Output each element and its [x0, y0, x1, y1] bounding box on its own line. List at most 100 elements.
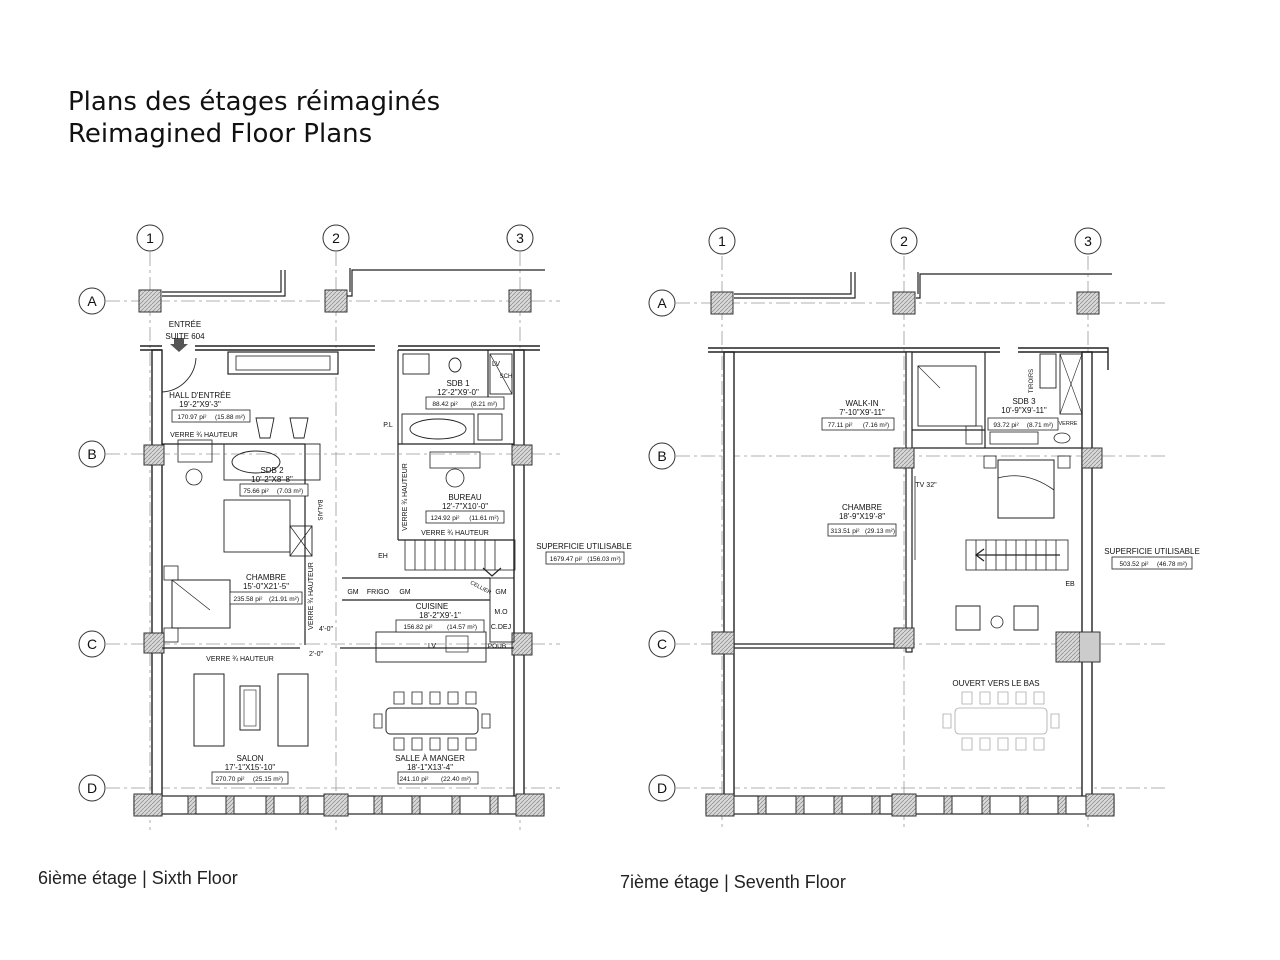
- room-name-chambre: CHAMBRE: [246, 573, 286, 582]
- room-name-sdb3: SDB 3: [1012, 397, 1036, 406]
- room-area-ft-hall: 170.97 pi²: [178, 414, 208, 421]
- fixture-label: SCH: [500, 374, 513, 380]
- structural-column: [710, 291, 734, 315]
- sixth-floor-caption: 6ième étage | Sixth Floor: [38, 868, 238, 888]
- structural-column: [893, 447, 915, 469]
- glass-label: VERRE ¾ HAUTEUR: [308, 562, 315, 630]
- usable-area-m: (156.03 m²): [587, 556, 621, 563]
- usable-area-m: (46.78 m²): [1157, 561, 1187, 568]
- entry-label: ENTRÉE: [169, 320, 201, 329]
- room-area-m-salon: (25.15 m²): [253, 776, 283, 783]
- fixture-label: GM: [399, 589, 410, 596]
- grid-bubble-col-2: [322, 224, 350, 252]
- room-area-m-salle: (22.40 m²): [441, 776, 471, 783]
- fixture-label: CELLIER: [469, 580, 492, 596]
- structural-column: [143, 632, 165, 654]
- grid-bubble-row-a: [78, 287, 106, 315]
- room-dims-hall: 19'-2"X9'-3": [179, 400, 221, 409]
- tv-label: TV 32": [915, 482, 937, 489]
- usable-area-ft: 1679.47 pi²: [550, 556, 583, 563]
- structural-column: [324, 289, 348, 313]
- room-name-bureau: BUREAU: [448, 493, 482, 502]
- structural-column: [1055, 631, 1081, 663]
- usable-area-label: SUPERFICIE UTILISABLE: [1104, 547, 1200, 556]
- grid-label: A: [657, 295, 667, 311]
- glass-label: VERRE ¾ HAUTEUR: [206, 656, 274, 663]
- room-dims-sdb1: 12'-2"X9'-0": [437, 388, 479, 397]
- east-wall: [513, 349, 525, 799]
- grid-bubble-row-d: [78, 774, 106, 802]
- glass-label: VERRE ¾ HAUTEUR: [402, 463, 409, 531]
- page-title-french: Plans des étages réimaginés: [68, 87, 441, 117]
- fixture-label: TIROIRS: [1029, 369, 1035, 393]
- room-area-ft-walkin: 77.11 pi²: [828, 422, 854, 429]
- room-area-ft-salle: 241.10 pi²: [400, 776, 430, 783]
- page-title: Plans des étages réimaginés Reimagined F…: [68, 86, 440, 150]
- east-wall: [1081, 351, 1093, 799]
- room-area-ft-bureau: 124.92 pi²: [431, 515, 461, 522]
- glass-label: VERRE ¾ HAUTEUR: [421, 530, 489, 537]
- grid-bubble-col-2: [890, 227, 918, 255]
- room-area-m-chambre: (21.91 m²): [269, 596, 299, 603]
- seventh-floor-caption: 7ième étage | Seventh Floor: [620, 872, 846, 892]
- usable-area-label: SUPERFICIE UTILISABLE: [536, 542, 632, 551]
- room-area-ft-sdb3: 93.72 pi²: [993, 422, 1019, 429]
- fixture-label: GM: [495, 589, 506, 596]
- glass-label: VERRE ¾ HAUTEUR: [170, 432, 238, 439]
- room-area-ft-chambre7: 313.51 pi²: [831, 528, 861, 535]
- grid-label: B: [87, 446, 96, 462]
- room-dims-sdb3: 10'-9"X9'-11": [1001, 406, 1047, 415]
- room-name-salon: SALON: [236, 754, 263, 763]
- fixture-label: C.DEJ: [491, 624, 511, 631]
- room-area-ft-sdb1: 88.42 pi²: [432, 401, 458, 408]
- grid-bubble-col-1: [708, 227, 736, 255]
- room-name-salle: SALLE À MANGER: [395, 754, 465, 763]
- sixth-floor-plan: 1 2 3 A B C D: [78, 224, 625, 830]
- room-area-m-bureau: (11.61 m²): [469, 515, 499, 522]
- grid-label: B: [657, 448, 666, 464]
- room-area-m-hall: (15.88 m²): [215, 414, 245, 421]
- sixth-floor-labels: ENTRÉE SUITE 604 HALL D'ENTRÉE 19'-2"X9'…: [165, 320, 631, 783]
- grid-label: 3: [516, 230, 524, 246]
- structural-column: [508, 289, 532, 313]
- structural-column: [1081, 447, 1103, 469]
- room-area-ft-cuisine: 156.82 pi²: [404, 624, 434, 631]
- grid-bubble-row-d: [648, 774, 676, 802]
- room-name-chambre7: CHAMBRE: [842, 503, 882, 512]
- entry-arrow-icon: [170, 338, 188, 352]
- seventh-floor-plan: 1 2 3 A B C D: [648, 227, 1193, 830]
- room-area-m-chambre7: (29.13 m²): [865, 528, 895, 535]
- fixture-label: FRIGO: [367, 589, 390, 596]
- usable-area-ft: 503.52 pi²: [1120, 561, 1150, 568]
- room-dims-chambre7: 18'-9"X19'-8": [839, 512, 885, 521]
- room-name-sdb2: SDB 2: [260, 466, 284, 475]
- west-wall: [723, 351, 735, 799]
- fixture-label: VERRE: [1059, 421, 1078, 427]
- room-area-m-cuisine: (14.57 m²): [447, 624, 477, 631]
- room-area-ft-salon: 270.70 pi²: [216, 776, 246, 783]
- fixture-label: LV: [492, 361, 500, 368]
- grid-label: 2: [332, 230, 340, 246]
- fixture-label: P.L: [383, 422, 393, 429]
- page-title-english: Reimagined Floor Plans: [68, 119, 373, 149]
- structural-column: [138, 289, 162, 313]
- grid-bubble-row-a: [648, 289, 676, 317]
- seventh-floor-labels: WALK-IN 7'-10"X9'-11" 77.11 pi² (7.16 m²…: [828, 369, 1200, 688]
- grid-label: 1: [146, 230, 154, 246]
- structural-column: [893, 627, 915, 649]
- grid-bubble-col-3: [506, 224, 534, 252]
- grid-bubble-row-c: [78, 630, 106, 658]
- room-name-walkin: WALK-IN: [845, 399, 878, 408]
- structural-column: [892, 291, 916, 315]
- fixture-label: GM: [347, 589, 358, 596]
- grid-bubble-col-1: [136, 224, 164, 252]
- dimension-label: 2'-0": [309, 651, 323, 658]
- fixture-label: LV: [428, 643, 436, 650]
- room-area-m-sdb2: (7.03 m²): [277, 488, 303, 495]
- room-name-sdb1: SDB 1: [446, 379, 470, 388]
- grid-label: A: [87, 293, 97, 309]
- structural-column: [511, 444, 533, 466]
- room-dims-walkin: 7'-10"X9'-11": [839, 408, 885, 417]
- fixture-label: BALAIS: [316, 499, 322, 520]
- dimension-label: 4'-0": [319, 626, 333, 633]
